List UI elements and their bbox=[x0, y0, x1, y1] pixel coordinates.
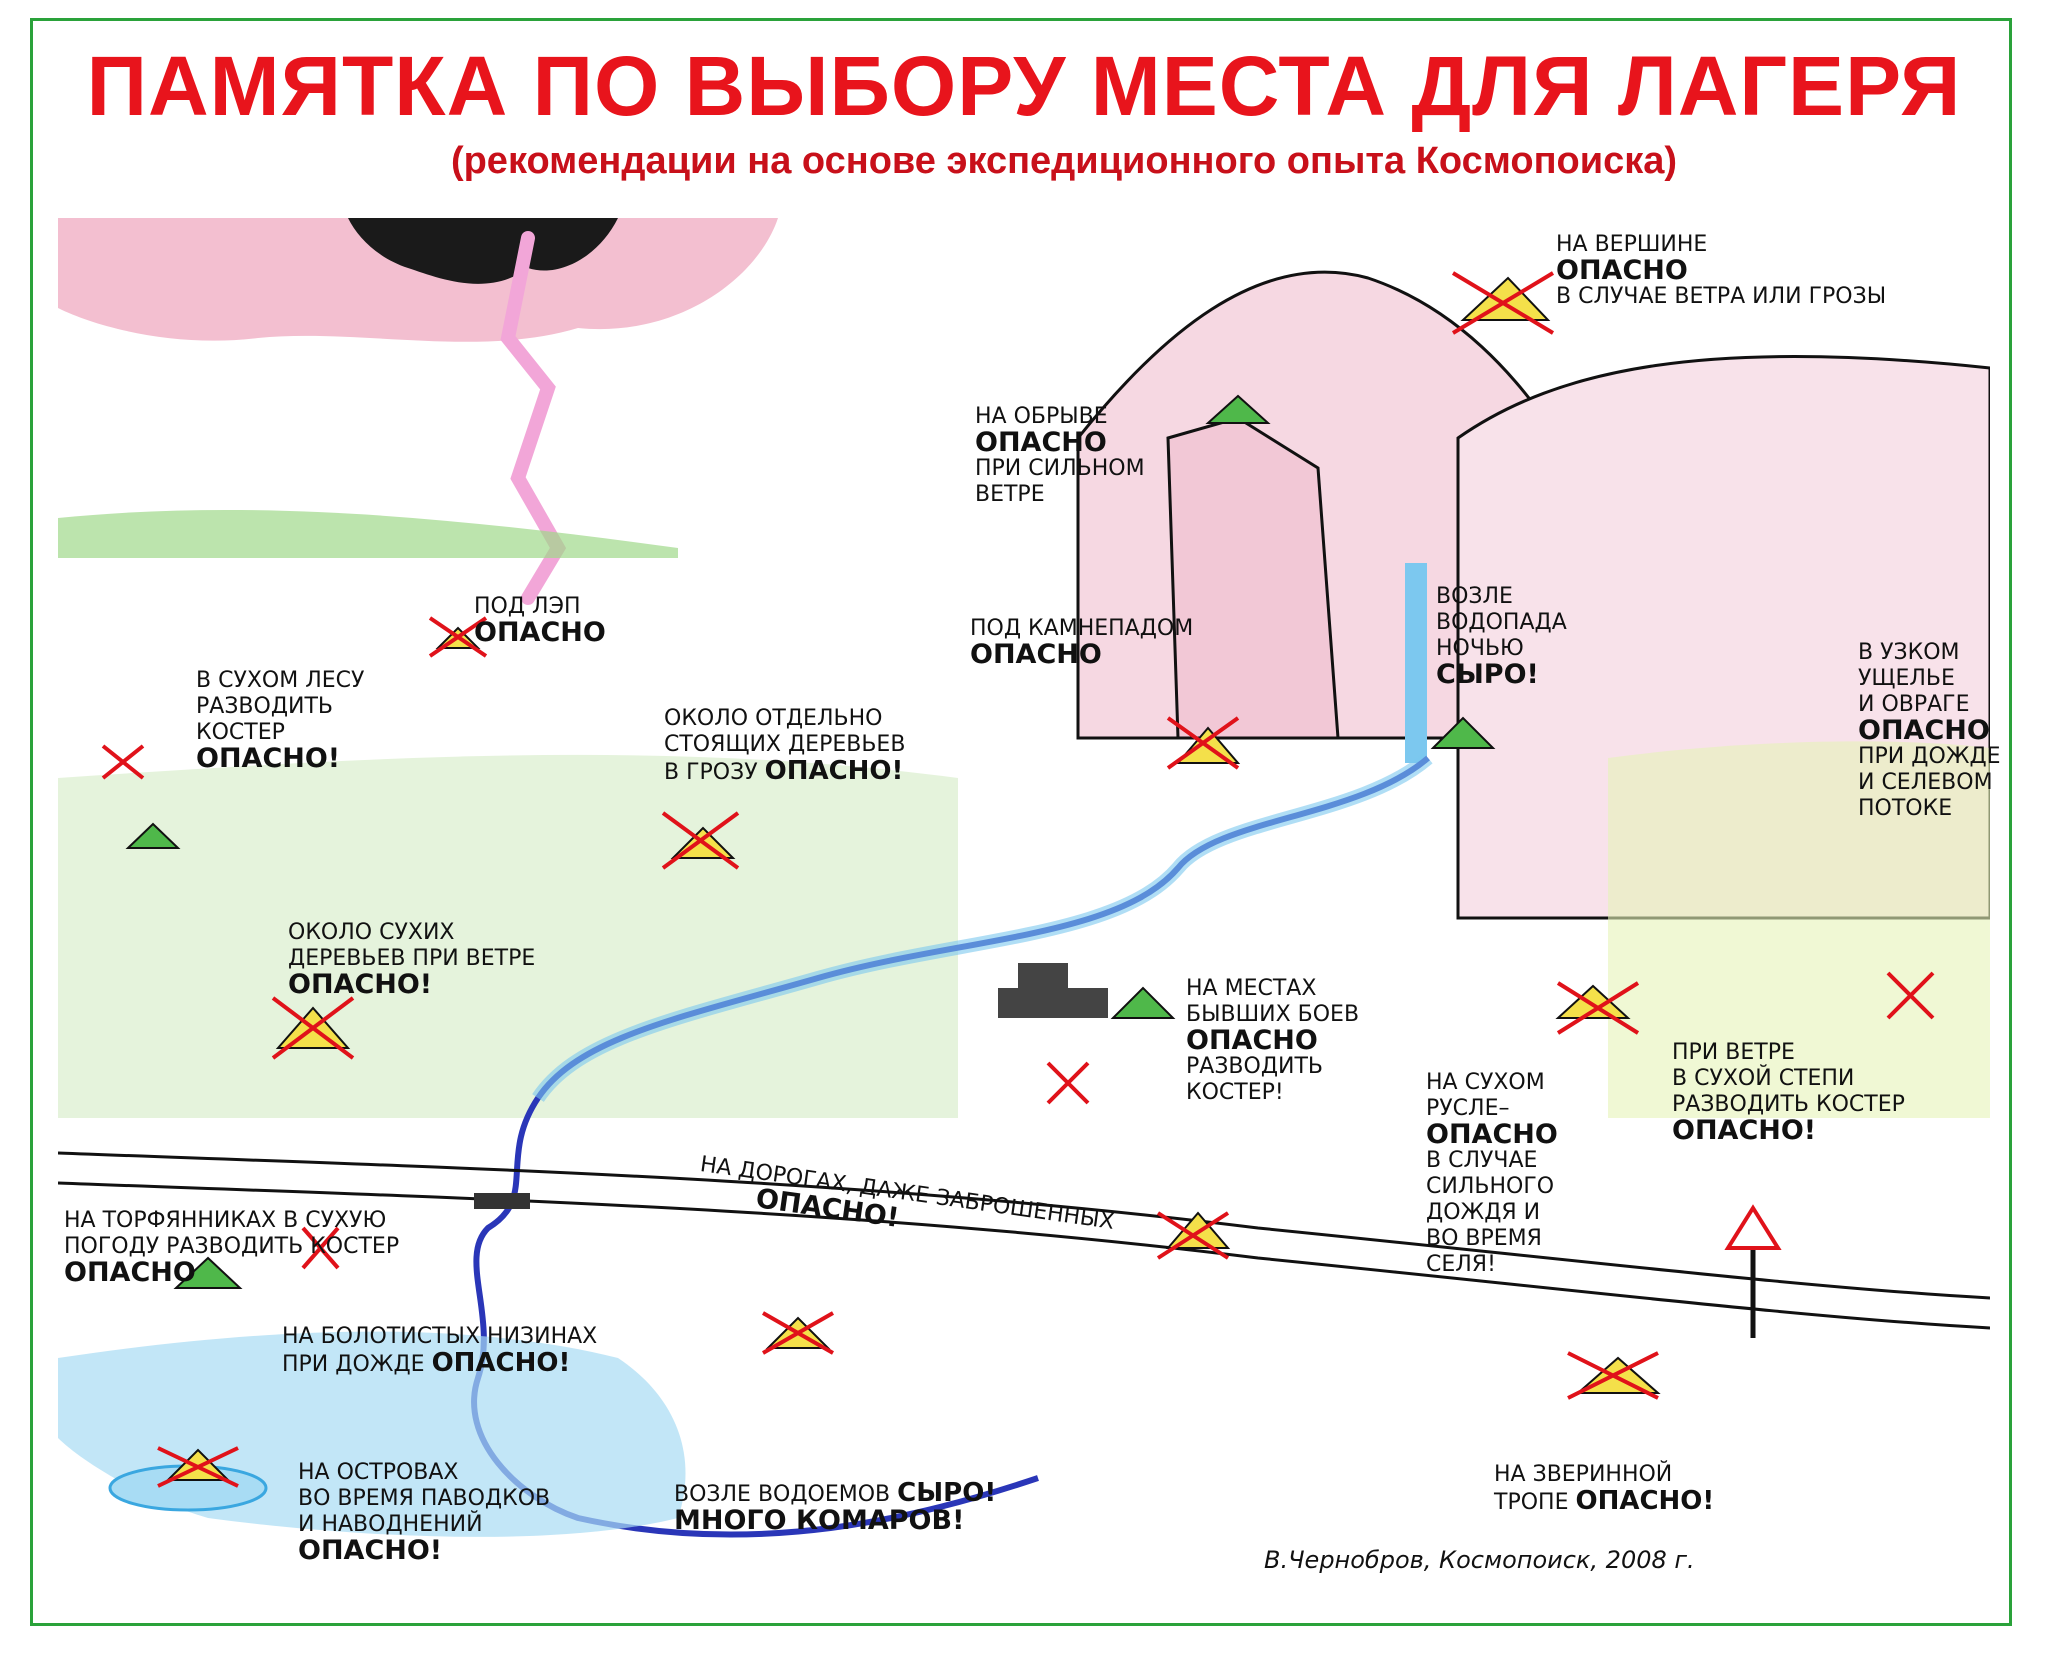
road bbox=[58, 1151, 1990, 1300]
tent-ponds-icon bbox=[762, 1311, 834, 1355]
landscape-illustration bbox=[58, 218, 1990, 1538]
tent-waterfall-icon bbox=[1430, 716, 1496, 749]
tent-battle-icon bbox=[1110, 986, 1176, 1019]
tent-cliff-icon bbox=[1205, 394, 1271, 424]
tent-forest-icon bbox=[125, 822, 181, 849]
author-signature: В.Чернобров, Космопоиск, 2008 г. bbox=[1264, 1546, 1695, 1574]
waterfall bbox=[1405, 563, 1427, 763]
campfire-dryforest-icon bbox=[101, 744, 145, 780]
river-light bbox=[532, 752, 1433, 1103]
warning-sign-icon bbox=[1724, 1204, 1782, 1250]
meadow bbox=[58, 754, 958, 1118]
storm-cloud bbox=[58, 218, 778, 342]
label-islands: НА ОСТРОВАХ ВО ВРЕМЯ ПАВОДКОВ И НАВОДНЕН… bbox=[298, 1460, 551, 1566]
label-powerline: ПОД ЛЭП ОПАСНО bbox=[474, 594, 606, 648]
label-animaltrail: НА ЗВЕРИННОЙ ТРОПЕ ОПАСНО! bbox=[1494, 1462, 1715, 1516]
label-ponds: ВОЗЛЕ ВОДОЕМОВ СЫРО! МНОГО КОМАРОВ! bbox=[674, 1478, 997, 1536]
label-battle: НА МЕСТАХ БЫВШИХ БОЕВ ОПАСНО РАЗВОДИТЬ К… bbox=[1186, 976, 1360, 1105]
tent-powerline-icon bbox=[428, 616, 488, 658]
label-cliff: НА ОБРЫВЕ ОПАСНО ПРИ СИЛЬНОМ ВЕТРЕ bbox=[975, 404, 1145, 507]
campfire-peat-icon bbox=[301, 1226, 340, 1270]
label-waterfall: ВОЗЛЕ ВОДОПАДА НОЧЬЮ СЫРО! bbox=[1436, 584, 1567, 690]
label-peat: НА ТОРФЯННИКАХ В СУХУЮ ПОГОДУ РАЗВОДИТЬ … bbox=[64, 1208, 400, 1288]
label-lonetree: ОКОЛО ОТДЕЛЬНО СТОЯЩИХ ДЕРЕВЬЕВ В ГРОЗУ … bbox=[664, 706, 906, 786]
tank-icon bbox=[998, 963, 1108, 1018]
storm-cloud-core bbox=[348, 218, 618, 284]
campfire-battle-icon bbox=[1046, 1061, 1090, 1105]
label-deadtrees: ОКОЛО СУХИХ ДЕРЕВЬЕВ ПРИ ВЕТРЕ ОПАСНО! bbox=[288, 920, 536, 1000]
label-dryriverbed: НА СУХОМ РУСЛЕ– ОПАСНО В СЛУЧАЕ СИЛЬНОГО… bbox=[1426, 1070, 1558, 1277]
steppe bbox=[1608, 741, 1990, 1118]
page-subtitle: (рекомендации на основе экспедиционного … bbox=[450, 140, 1678, 182]
tent-island-icon bbox=[157, 1446, 239, 1488]
page-title: ПАМЯТКА ПО ВЫБОРУ МЕСТА ДЛЯ ЛАГЕРЯ bbox=[86, 39, 1962, 133]
poster-frame bbox=[30, 18, 2012, 1626]
label-steppe: ПРИ ВЕТРЕ В СУХОЙ СТЕПИ РАЗВОДИТЬ КОСТЕР… bbox=[1672, 1040, 1905, 1146]
bridge bbox=[474, 1193, 530, 1209]
tent-deadtrees-icon bbox=[271, 996, 355, 1060]
tent-summit-icon bbox=[1451, 271, 1555, 335]
tent-lonetree-icon bbox=[661, 811, 740, 870]
campfire-steppe-icon bbox=[1886, 971, 1935, 1020]
tent-dryriverbed-icon bbox=[1555, 981, 1640, 1035]
label-dryforest: В СУХОМ ЛЕСУ РАЗВОДИТЬ КОСТЕР ОПАСНО! bbox=[196, 668, 365, 774]
label-gorge: В УЗКОМ УЩЕЛЬЕ И ОВРАГЕ ОПАСНО ПРИ ДОЖДЕ… bbox=[1858, 640, 2001, 821]
forest-horizon bbox=[58, 509, 678, 558]
tent-animaltrail-icon bbox=[1567, 1351, 1661, 1400]
tent-peat-icon bbox=[173, 1256, 243, 1289]
label-summit: НА ВЕРШИНЕ ОПАСНО В СЛУЧАЕ ВЕТРА ИЛИ ГРО… bbox=[1556, 232, 1887, 309]
tent-rockfall-icon bbox=[1166, 716, 1241, 770]
label-swamp: НА БОЛОТИСТЫХ НИЗИНАХ ПРИ ДОЖДЕ ОПАСНО! bbox=[282, 1324, 598, 1378]
tent-road-icon bbox=[1156, 1211, 1231, 1260]
cliff bbox=[1166, 416, 1340, 740]
label-rockfall: ПОД КАМНЕПАДОМ ОПАСНО bbox=[970, 616, 1194, 670]
